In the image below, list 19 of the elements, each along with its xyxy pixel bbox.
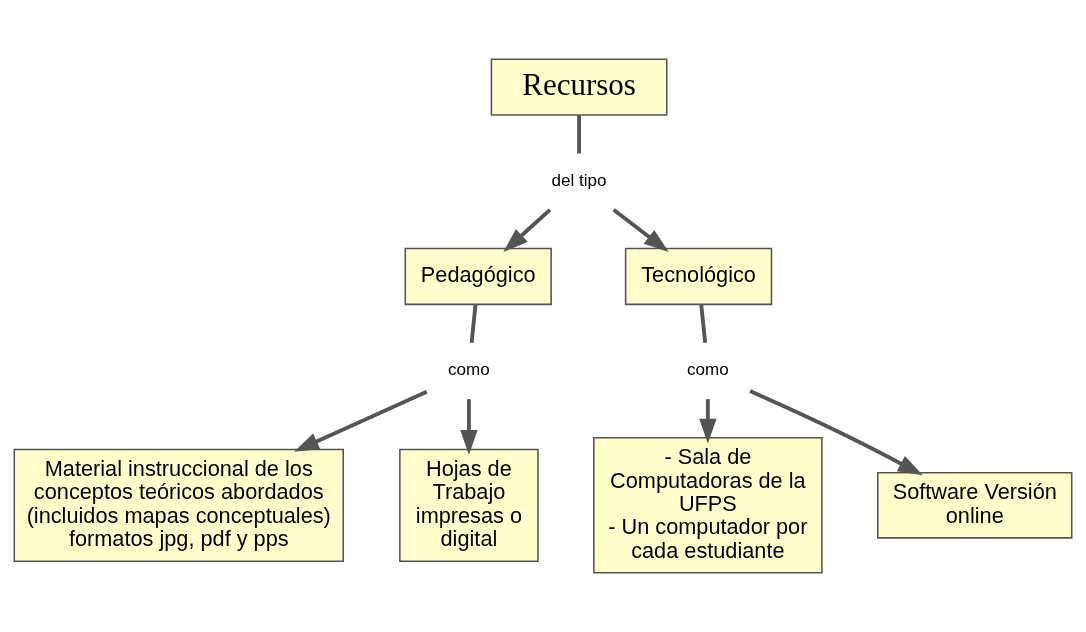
- node-box: Hojas de Trabajo impresas o digital: [399, 448, 539, 562]
- node-text: del tipo: [551, 171, 607, 191]
- node-text: como: [687, 360, 729, 380]
- arrow: [612, 208, 669, 253]
- node-box: - Sala de Computadoras de la UFPS - Un computador por cada estudiante: [593, 437, 823, 574]
- arrow: [294, 389, 428, 452]
- connector: [577, 115, 582, 154]
- arrow: [460, 399, 478, 455]
- node-box: Material instruccional de los conceptos teóricos abordados (incluidos mapas conceptuales) formatos jpg, pdf y pps: [13, 448, 344, 562]
- node-box: Pedagógico: [404, 247, 552, 306]
- arrow: [503, 208, 552, 253]
- node-box: Recursos: [490, 58, 668, 116]
- node-text: como: [448, 360, 490, 380]
- node-box: Tecnológico: [624, 247, 773, 306]
- arrow: [699, 399, 717, 444]
- connector: [699, 304, 708, 343]
- connector: [469, 304, 478, 343]
- node-box: Software Versión online: [877, 471, 1073, 539]
- arrow: [749, 389, 923, 476]
